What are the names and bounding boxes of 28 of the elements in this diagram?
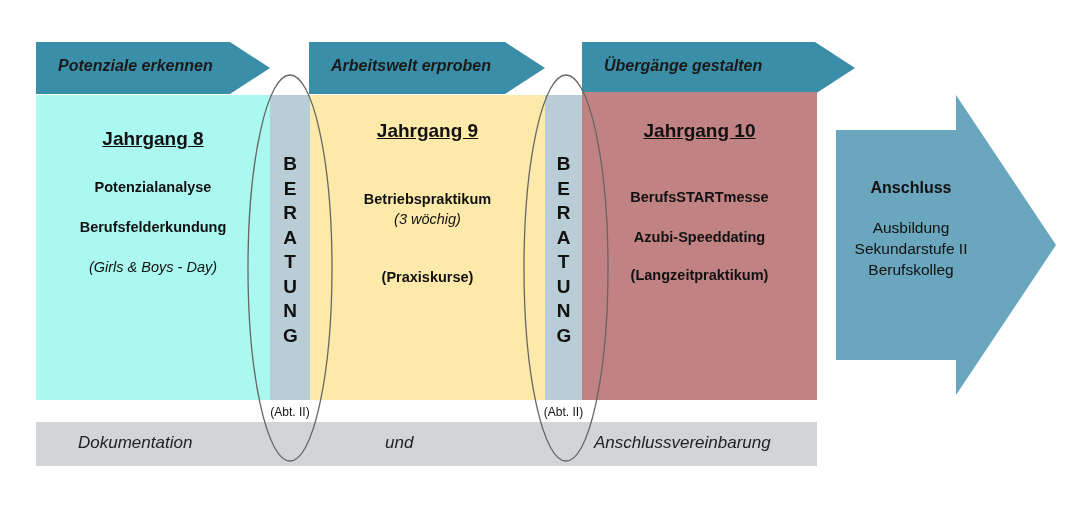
department-note: (Abt. II)	[270, 405, 310, 419]
year-panel	[310, 95, 545, 400]
arrow-heading: Anschluss	[870, 179, 952, 196]
arrow-text: Ausbildung	[872, 219, 950, 236]
documentation-band	[36, 422, 817, 466]
band-text: und	[385, 433, 414, 453]
year-panel	[36, 95, 270, 400]
band-text: Dokumentation	[78, 433, 193, 453]
activity-text: (Girls & Boys - Day)	[88, 259, 218, 275]
year-heading: Jahrgang 8	[102, 128, 204, 149]
activity-text: Betriebspraktikum	[363, 191, 492, 207]
department-note: (Abt. II)	[543, 405, 584, 419]
phase-title: Potenziale erkennen	[58, 57, 213, 75]
activity-text: BerufsSTARTmesse	[630, 189, 769, 205]
arrow-text: Berufskolleg	[868, 261, 954, 278]
year-heading: Jahrgang 9	[376, 120, 479, 141]
phase-title: Arbeitswelt erproben	[331, 57, 492, 75]
year-heading: Jahrgang 10	[643, 120, 756, 141]
activity-text: (Langzeitpraktikum)	[630, 267, 769, 283]
activity-text: (Praxiskurse)	[381, 269, 474, 285]
band-text: Anschlussvereinbarung	[594, 433, 771, 453]
activity-text: Azubi-Speeddating	[633, 229, 766, 245]
activity-text: (3 wöchig)	[394, 211, 461, 227]
year-panel	[582, 92, 817, 400]
arrow-text: Sekundarstufe II	[854, 240, 968, 257]
activity-text: Berufsfelderkundung	[79, 219, 227, 235]
phase-title: Übergänge gestalten	[604, 57, 763, 75]
activity-text: Potenzialanalyse	[94, 179, 212, 195]
